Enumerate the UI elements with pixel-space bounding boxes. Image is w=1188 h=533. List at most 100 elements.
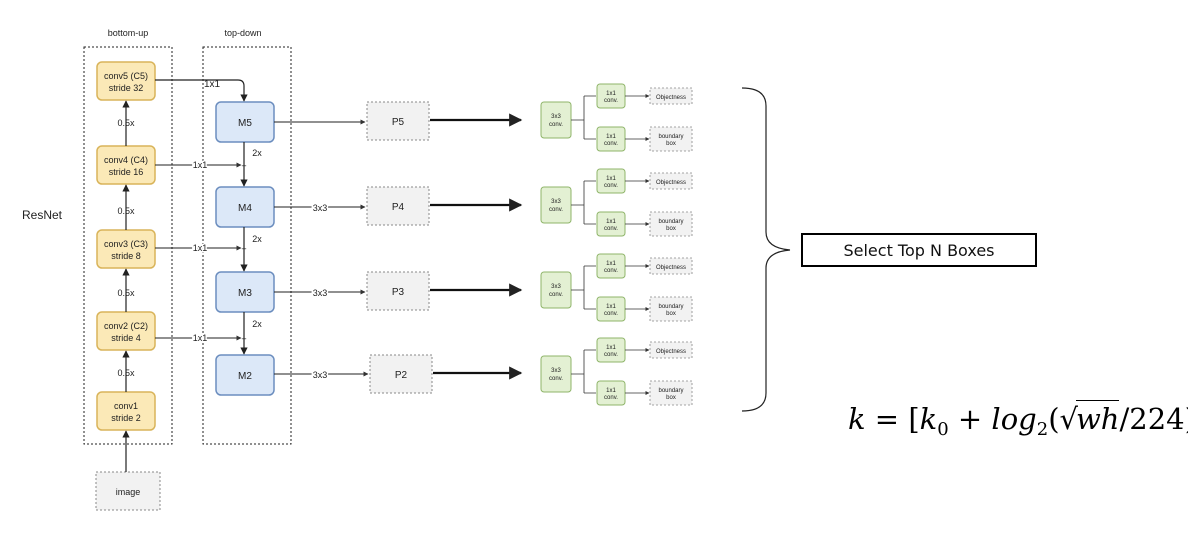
- bottom-up-frame: [83, 46, 173, 445]
- head-3x3-label: 3x3: [551, 114, 561, 120]
- merged-m3: M3: [215, 271, 275, 313]
- backbone-c5-stride: stride 32: [109, 83, 144, 93]
- bottom-up-label: bottom-up: [108, 28, 149, 38]
- backbone-c5: conv5 (C5) stride 32: [96, 61, 156, 101]
- output-p3-label: P3: [392, 287, 405, 298]
- head-1x1-top-conv: conv.: [604, 268, 618, 274]
- upsample-label-2: 2x: [252, 234, 262, 244]
- head-1x1-bottom-label: 1x1: [606, 134, 616, 140]
- head-objectness: Objectness: [656, 180, 686, 186]
- downsample-label-3: 0.5x: [117, 206, 135, 216]
- head-objectness: Objectness: [656, 349, 686, 355]
- backbone-c3: conv3 (C3) stride 8: [96, 229, 156, 269]
- head-1x1-top-label: 1x1: [606, 176, 616, 182]
- output-p2-label: P2: [395, 370, 408, 381]
- head-boundary: boundary: [658, 219, 683, 225]
- backbone-c5-name: conv5 (C5): [104, 71, 148, 81]
- output-p5: P5: [366, 101, 430, 141]
- head-1x1-top-conv: conv.: [604, 98, 618, 104]
- lateral-label-c3: 1x1: [193, 243, 208, 253]
- select-top-n-box: Select Top N Boxes: [801, 233, 1037, 267]
- backbone-c1-name: conv1: [114, 401, 138, 411]
- backbone-c2: conv2 (C2) stride 4: [96, 311, 156, 351]
- top-down-label: top-down: [224, 28, 261, 38]
- head-branch: [571, 349, 596, 394]
- merged-m4-label: M4: [238, 203, 252, 214]
- merge-conv-label-4: 3x3: [313, 203, 328, 213]
- rpn-head-p5: 3x3 conv. 1x1 conv. 1x1 conv. Objectness…: [540, 83, 693, 152]
- output-p2: P2: [369, 354, 433, 394]
- backbone-c4: conv4 (C4) stride 16: [96, 145, 156, 185]
- level-assignment-formula: k = [k0 + log2(√wh/224)]: [848, 400, 1188, 440]
- backbone-c3-stride: stride 8: [111, 251, 141, 261]
- head-boundary: boundary: [658, 388, 683, 394]
- head-box: box: [666, 395, 676, 401]
- lateral-label-c4: 1x1: [193, 160, 208, 170]
- downsample-label-1: 0.5x: [117, 368, 135, 378]
- head-1x1-top-label: 1x1: [606, 345, 616, 351]
- head-box: box: [666, 226, 676, 232]
- formula-k0-sub: 0: [937, 419, 949, 440]
- head-3x3-conv: conv.: [549, 122, 563, 128]
- head-1x1-bottom-label: 1x1: [606, 219, 616, 225]
- head-3x3-label: 3x3: [551, 368, 561, 374]
- backbone-c2-name: conv2 (C2): [104, 321, 148, 331]
- output-p3: P3: [366, 271, 430, 311]
- head-3x3-conv: conv.: [549, 292, 563, 298]
- head-branch: [571, 180, 596, 225]
- lateral-label-c2: 1x1: [193, 333, 208, 343]
- head-1x1-top-label: 1x1: [606, 91, 616, 97]
- backbone-c3-name: conv3 (C3): [104, 239, 148, 249]
- head-1x1-top-conv: conv.: [604, 183, 618, 189]
- top-down-frame: [202, 46, 292, 445]
- head-1x1-bottom-label: 1x1: [606, 388, 616, 394]
- downsample-label-4: 0.5x: [117, 118, 135, 128]
- head-1x1-bottom-conv: conv.: [604, 311, 618, 317]
- rpn-head-p4: 3x3 conv. 1x1 conv. 1x1 conv. Objectness…: [540, 168, 693, 237]
- rpn-head-p3: 3x3 conv. 1x1 conv. 1x1 conv. Objectness…: [540, 253, 693, 322]
- lateral-c5-m5: [155, 79, 248, 102]
- head-branch: [571, 95, 596, 140]
- formula-log-sub: 2: [1036, 419, 1049, 440]
- merged-m5-label: M5: [238, 118, 252, 129]
- grouping-brace: [741, 87, 791, 412]
- merged-m2-label: M2: [238, 371, 252, 382]
- resnet-label: ResNet: [22, 208, 63, 222]
- merge-conv-label-3: 3x3: [313, 288, 328, 298]
- lateral-label-c5: 1x1: [204, 79, 221, 90]
- merge-conv-label-2: 3x3: [313, 370, 328, 380]
- output-p5-label: P5: [392, 117, 405, 128]
- formula-div: 224: [1129, 402, 1185, 436]
- merged-m3-label: M3: [238, 288, 252, 299]
- head-1x1-bottom-conv: conv.: [604, 141, 618, 147]
- image-node: [95, 471, 161, 511]
- merged-m5: M5: [215, 101, 275, 143]
- backbone-c2-stride: stride 4: [111, 333, 141, 343]
- head-1x1-bottom-conv: conv.: [604, 226, 618, 232]
- backbone-c4-stride: stride 16: [109, 167, 144, 177]
- upsample-label-1: 2x: [252, 148, 262, 158]
- head-1x1-bottom-conv: conv.: [604, 395, 618, 401]
- head-3x3-label: 3x3: [551, 284, 561, 290]
- downsample-label-2: 0.5x: [117, 288, 135, 298]
- formula-sqrt: wh: [1075, 400, 1120, 436]
- formula-k0: k: [919, 402, 938, 436]
- head-1x1-top-label: 1x1: [606, 261, 616, 267]
- head-box: box: [666, 311, 676, 317]
- head-box: box: [666, 141, 676, 147]
- backbone-c1: conv1 stride 2: [96, 391, 156, 431]
- rpn-head-p2: 3x3 conv. 1x1 conv. 1x1 conv. Objectness…: [540, 337, 693, 406]
- merged-m4: M4: [215, 186, 275, 228]
- formula-lhs: k: [848, 402, 866, 436]
- output-p4-label: P4: [392, 202, 405, 213]
- head-boundary: boundary: [658, 134, 683, 140]
- image-label: image: [116, 487, 141, 497]
- head-objectness: Objectness: [656, 265, 686, 271]
- output-p4: P4: [366, 186, 430, 226]
- head-boundary: boundary: [658, 304, 683, 310]
- backbone-c1-stride: stride 2: [111, 413, 141, 423]
- head-3x3-label: 3x3: [551, 199, 561, 205]
- formula-log: log: [991, 402, 1037, 436]
- head-3x3-conv: conv.: [549, 207, 563, 213]
